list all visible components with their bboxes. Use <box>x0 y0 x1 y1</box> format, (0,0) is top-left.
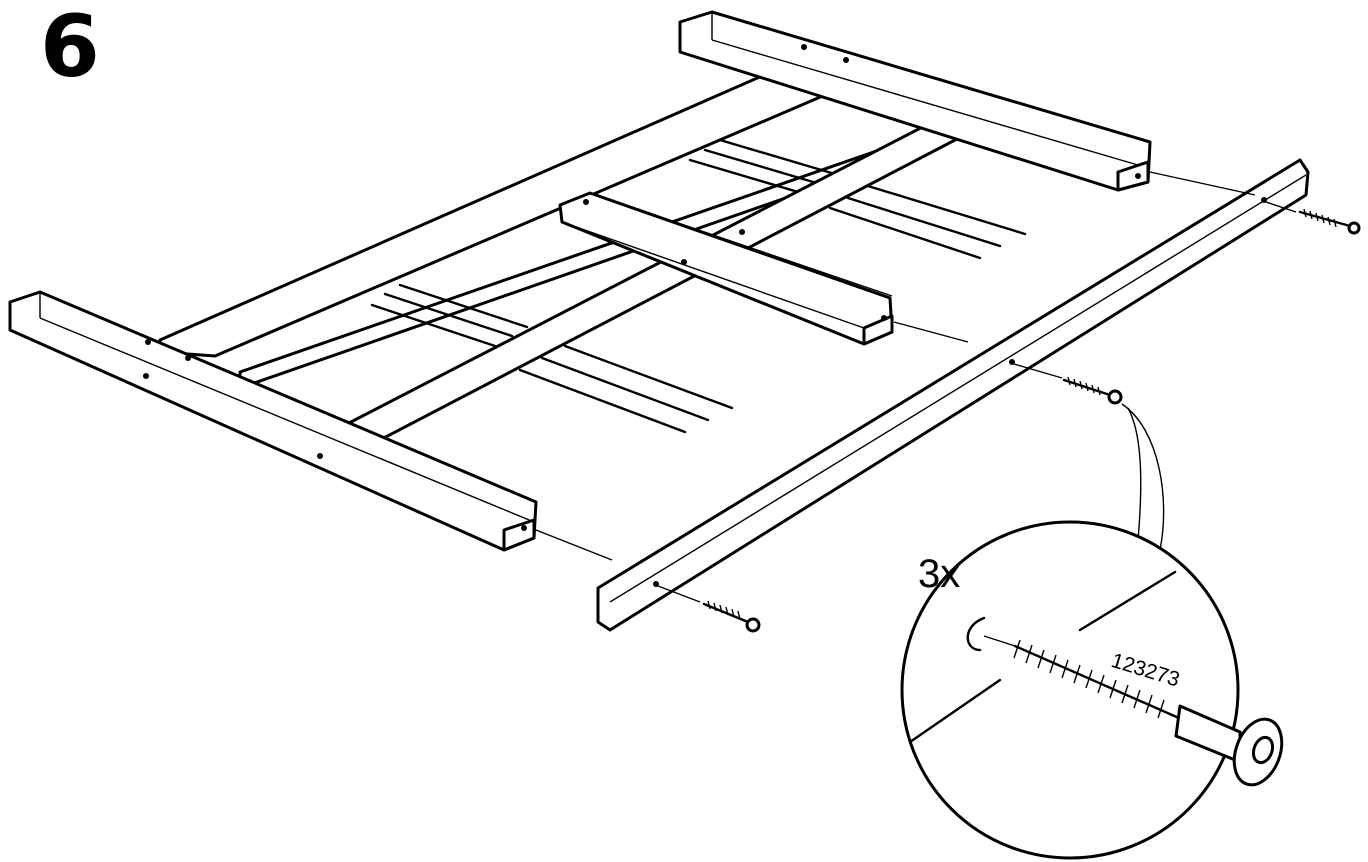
screw-middle <box>1013 363 1123 405</box>
slats-rear <box>370 138 847 349</box>
wood-screw-icon <box>657 201 1361 633</box>
pilot-hole <box>966 616 986 652</box>
quantity-label: 3x <box>918 552 961 596</box>
detail-magnifier-icon <box>900 403 1284 860</box>
slats-front <box>518 184 1027 434</box>
alignment-guides <box>535 171 1256 561</box>
screw-upper <box>1265 201 1361 235</box>
screw-lower <box>657 585 761 633</box>
front-long-rail <box>596 158 1310 632</box>
crib-base-frame-icon <box>8 10 1310 632</box>
detail-circle <box>900 520 1240 860</box>
detail-screw <box>1013 639 1284 787</box>
step-number: 6 <box>40 0 100 97</box>
